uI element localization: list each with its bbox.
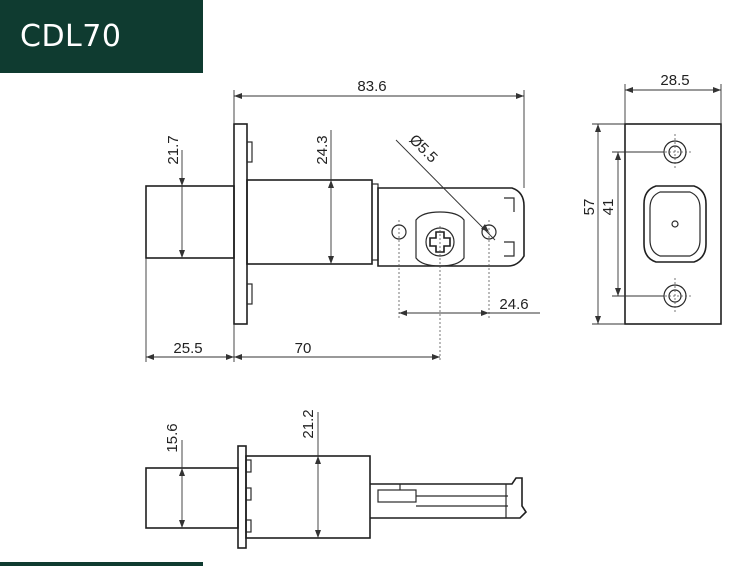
faceplate	[624, 123, 722, 325]
faceplate-side	[237, 445, 247, 549]
tab-upper	[246, 141, 253, 163]
housing-front	[246, 179, 373, 265]
label-bolt-projection: 25.5	[173, 340, 202, 357]
label-hole-distance: 24.6	[499, 296, 528, 313]
cam-housing	[415, 211, 465, 267]
dim-hole-distance: 24.6	[399, 296, 540, 316]
label-overall-length: 83.6	[357, 78, 386, 95]
label-housing-height-side: 21.2	[300, 409, 317, 438]
cross-spindle-icon	[429, 231, 451, 253]
dim-bolt-projection: 25.5	[145, 258, 235, 362]
dim-faceplate-width: 28.5	[624, 72, 722, 124]
label-housing-height-front: 24.3	[314, 135, 331, 164]
tail-plate	[377, 187, 525, 267]
bolt-opening-inner	[649, 191, 701, 257]
housing-side	[245, 455, 371, 539]
bottom-rule	[0, 562, 203, 566]
dim-faceplate-height: 57	[581, 123, 625, 325]
model-title: CDL70	[20, 19, 122, 54]
tail-side	[370, 477, 528, 519]
dim-overall-length: 83.6	[233, 78, 525, 188]
faceplate-front	[233, 123, 248, 325]
tail-slot-upper	[504, 197, 515, 212]
tab-lower	[246, 283, 253, 305]
tail-slot-side	[377, 489, 417, 503]
bolt-opening	[643, 185, 707, 263]
bolt-center-dot	[671, 220, 679, 228]
dim-bolt-height-side: 15.6	[164, 423, 185, 528]
bolt-side	[145, 467, 239, 529]
tail-slot-lower	[504, 241, 515, 257]
title-banner: CDL70	[0, 0, 203, 73]
label-backset: 70	[295, 340, 312, 357]
top-view	[145, 123, 525, 362]
bolt-front	[145, 185, 235, 259]
label-bolt-height-side: 15.6	[164, 423, 181, 452]
label-bolt-height-front: 21.7	[165, 135, 182, 164]
dim-housing-height-front: 24.3	[314, 130, 334, 264]
dim-hole-diameter: Ø5.5	[395, 131, 496, 241]
dim-housing-height-side: 21.2	[300, 409, 321, 538]
dim-screw-spacing: 41	[600, 151, 664, 297]
side-view	[145, 445, 528, 549]
label-screw-spacing: 41	[600, 199, 617, 216]
label-faceplate-width: 28.5	[660, 72, 689, 89]
label-hole-diameter: Ø5.5	[406, 131, 441, 166]
label-faceplate-height: 57	[581, 199, 598, 216]
housing-collar	[371, 183, 379, 261]
dim-backset: 70	[234, 340, 440, 360]
faceplate-view	[624, 123, 722, 325]
dim-bolt-height-front: 21.7	[165, 135, 185, 258]
